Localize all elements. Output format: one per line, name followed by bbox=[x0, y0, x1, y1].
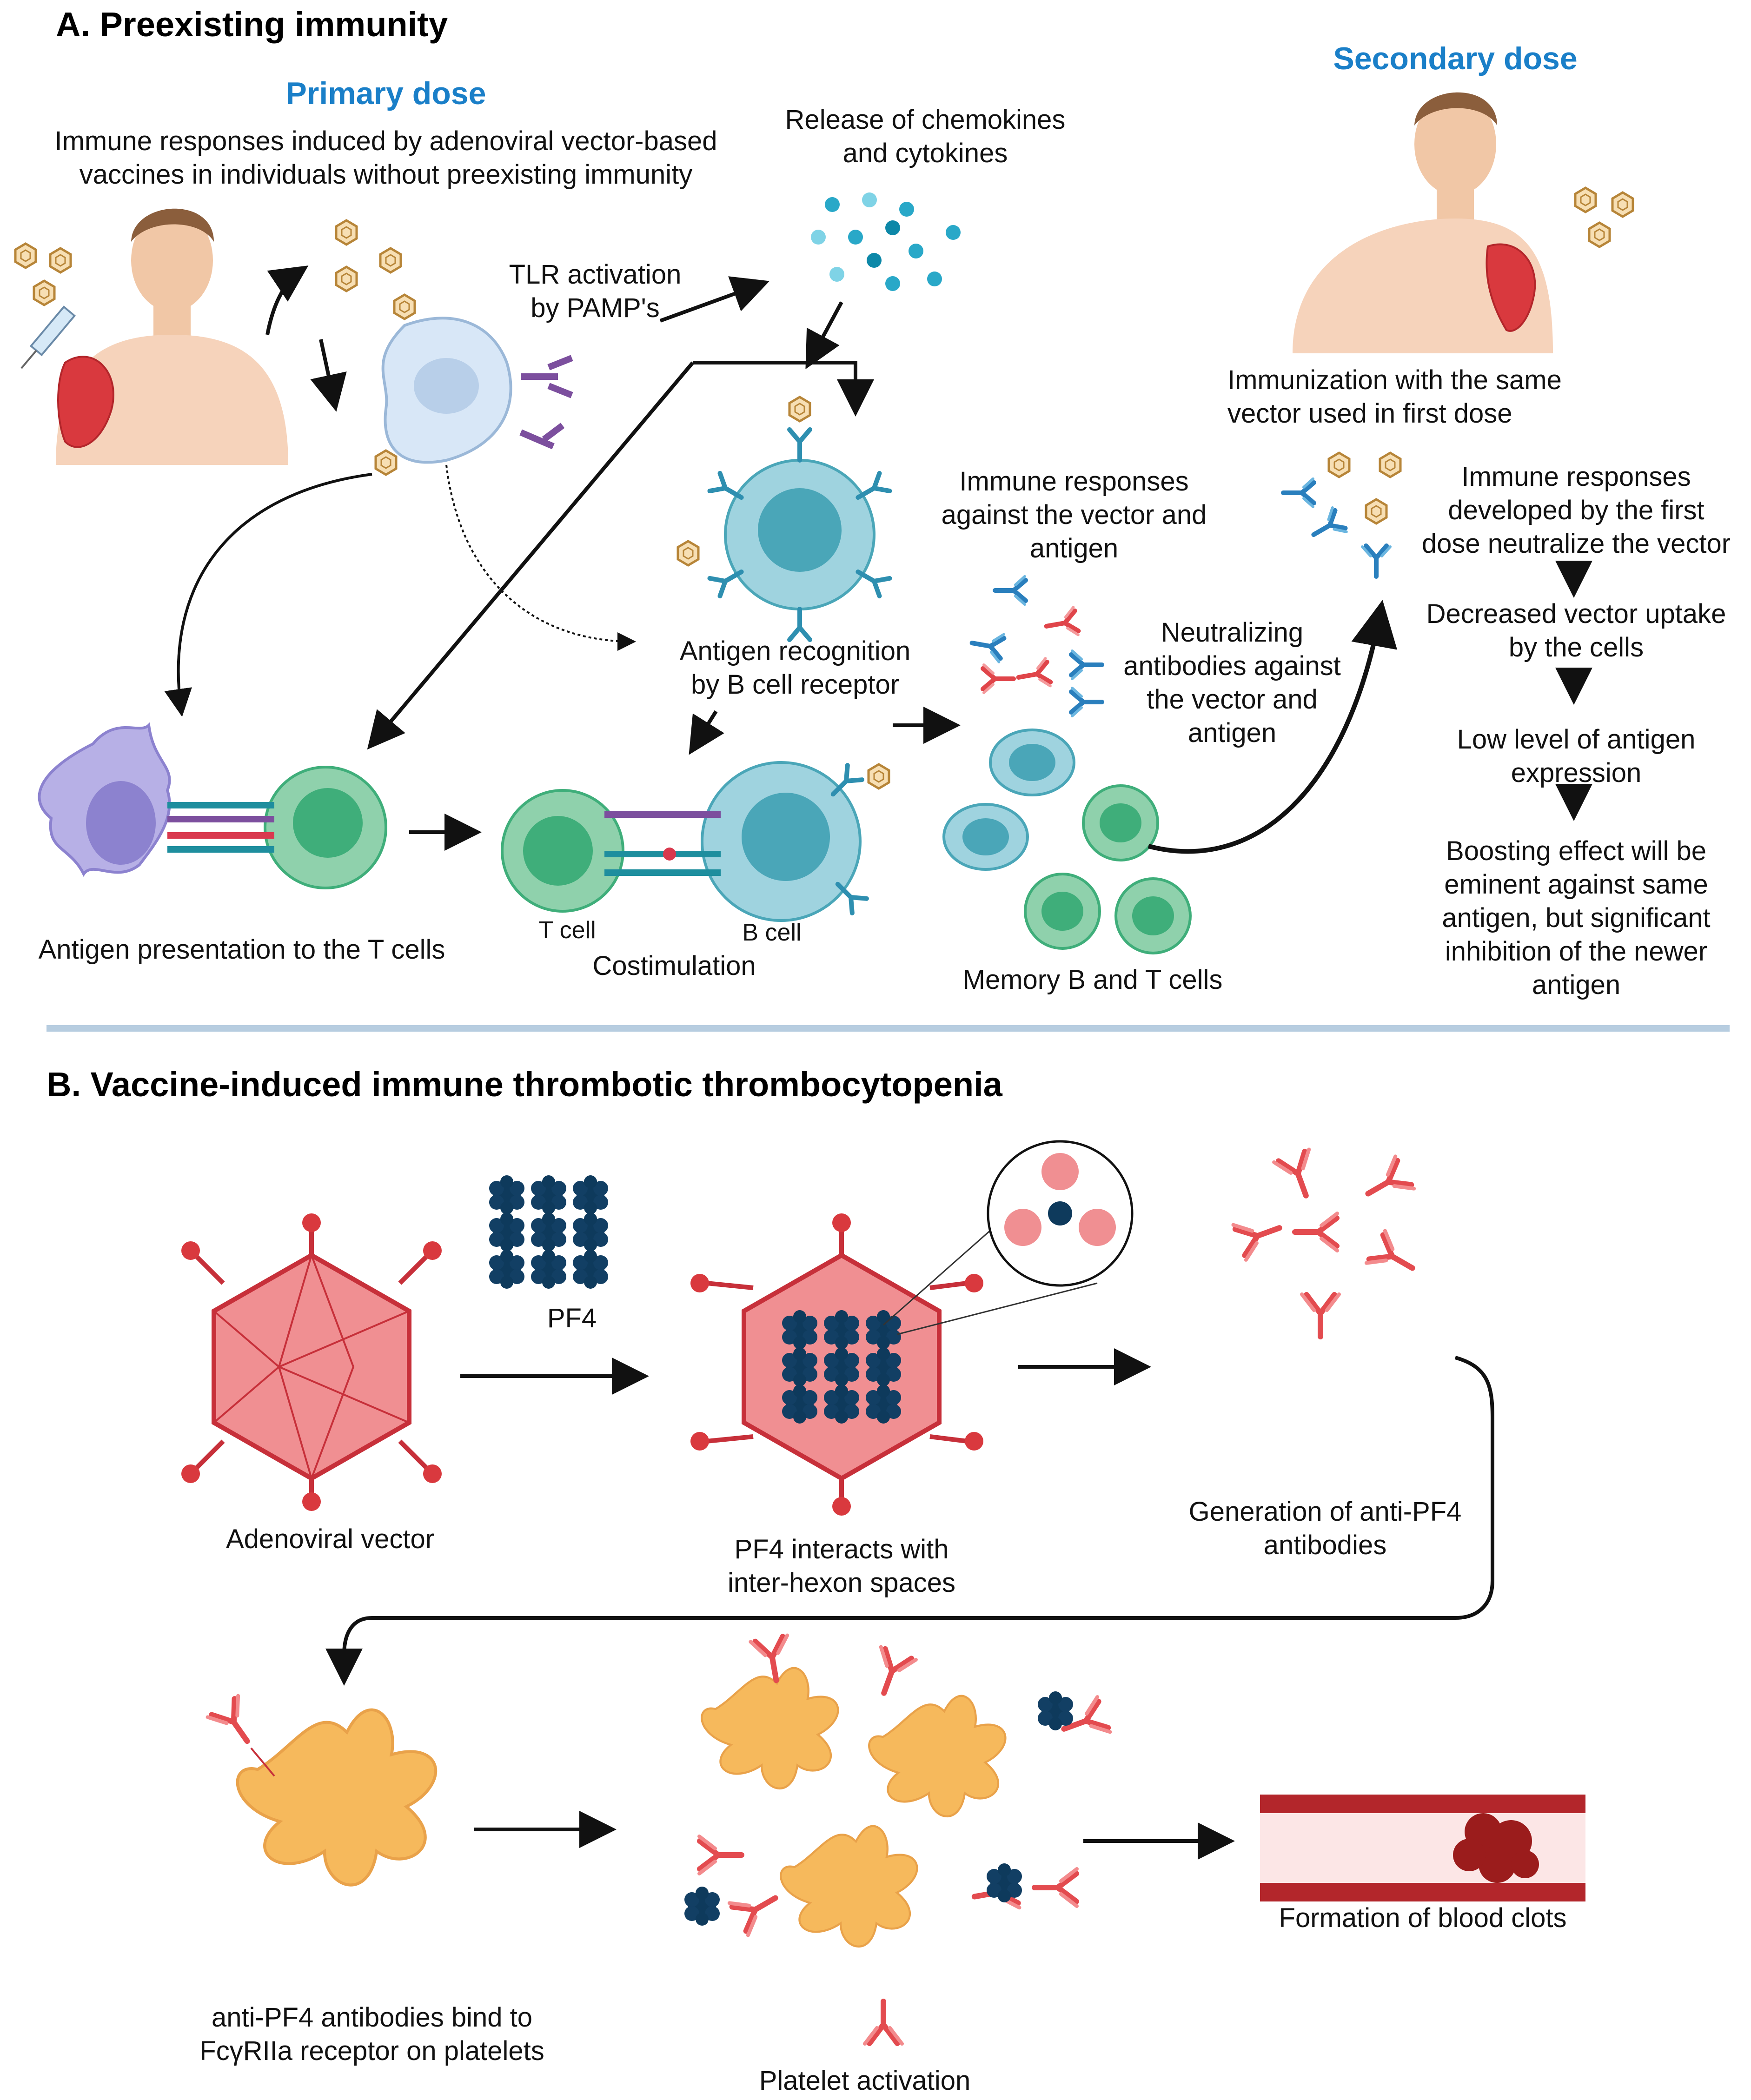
t-cell-label: T cell bbox=[538, 917, 596, 944]
bind-label: anti-PF4 antibodies bind to FcγRIIa rece… bbox=[199, 2002, 544, 2066]
vector-with-pf4-icon bbox=[690, 1140, 1134, 1516]
secondary-person-icon bbox=[1293, 92, 1633, 353]
clots-label: Formation of blood clots bbox=[1279, 1903, 1567, 1933]
release-label: Release of chemokines and cytokines bbox=[785, 105, 1066, 168]
anti-pf4-antibodies-icon bbox=[1233, 1149, 1421, 1337]
secondary-step-4: Boosting effect will be eminent against … bbox=[1442, 836, 1711, 1000]
neutralizing-label: Neutralizing antibodies against the vect… bbox=[1123, 617, 1341, 748]
memory-cells-icon bbox=[942, 729, 1192, 954]
section-a-arrows bbox=[164, 265, 1592, 854]
b-cell-icon bbox=[678, 397, 890, 640]
primary-dose-description: Immune responses induced by adenoviral v… bbox=[54, 126, 717, 190]
immunization-label: Immunization with the same vector used i… bbox=[1227, 365, 1562, 429]
immune-responses-label: Immune responses against the vector and … bbox=[941, 466, 1207, 563]
antibody-icon bbox=[969, 576, 1102, 716]
primary-dose-heading: Primary dose bbox=[285, 76, 486, 111]
section-a-title: A. Preexisting immunity bbox=[56, 5, 448, 44]
blood-vessel-icon bbox=[1260, 1795, 1585, 1901]
adenoviral-vector-icon bbox=[181, 1213, 442, 1511]
section-b-title: B. Vaccine-induced immune thrombotic thr… bbox=[46, 1065, 1002, 1104]
pf4-icon bbox=[489, 1175, 608, 1289]
costimulation-label: Costimulation bbox=[592, 951, 756, 981]
costim-b-cell-icon bbox=[604, 761, 889, 922]
secondary-step-2: Decreased vector uptake by the cells bbox=[1426, 599, 1726, 662]
pf4-label: PF4 bbox=[547, 1303, 597, 1333]
secondary-step-3: Low level of antigen expression bbox=[1457, 724, 1696, 788]
section-b-arrows bbox=[325, 1348, 1494, 1860]
platelet-activation-label: Platelet activation bbox=[759, 2066, 971, 2096]
syringe-icon bbox=[20, 305, 76, 369]
antigen-recognition-label: Antigen recognition by B cell receptor bbox=[679, 636, 911, 700]
costim-t-cell-icon bbox=[501, 789, 624, 913]
pf4-interacts-label: PF4 interacts with inter-hexon spaces bbox=[727, 1534, 956, 1598]
t-cell-icon bbox=[167, 766, 387, 889]
section-separator bbox=[46, 1025, 1730, 1032]
memory-label: Memory B and T cells bbox=[962, 965, 1223, 995]
platelet-icon bbox=[208, 1696, 436, 1885]
adenoviral-label: Adenoviral vector bbox=[226, 1524, 435, 1554]
macrophage-icon bbox=[336, 220, 573, 475]
adenovirus-icon bbox=[15, 244, 71, 305]
dendritic-cell-icon bbox=[38, 722, 171, 877]
secondary-step-1: Immune responses developed by the first … bbox=[1421, 462, 1731, 559]
tlr-label: TLR activation by PAMP's bbox=[509, 259, 682, 323]
platelet-activation-icon bbox=[684, 1636, 1110, 2044]
primary-person-icon bbox=[56, 208, 288, 465]
secondary-dose-heading: Secondary dose bbox=[1333, 41, 1578, 76]
antigen-presentation-label: Antigen presentation to the T cells bbox=[38, 934, 445, 965]
secondary-antibodies-icon bbox=[1283, 453, 1400, 576]
cytokine-dots-icon bbox=[811, 192, 961, 291]
b-cell-label: B cell bbox=[742, 919, 802, 946]
generation-label: Generation of anti-PF4 antibodies bbox=[1188, 1497, 1462, 1560]
clot-icon bbox=[1453, 1813, 1539, 1883]
